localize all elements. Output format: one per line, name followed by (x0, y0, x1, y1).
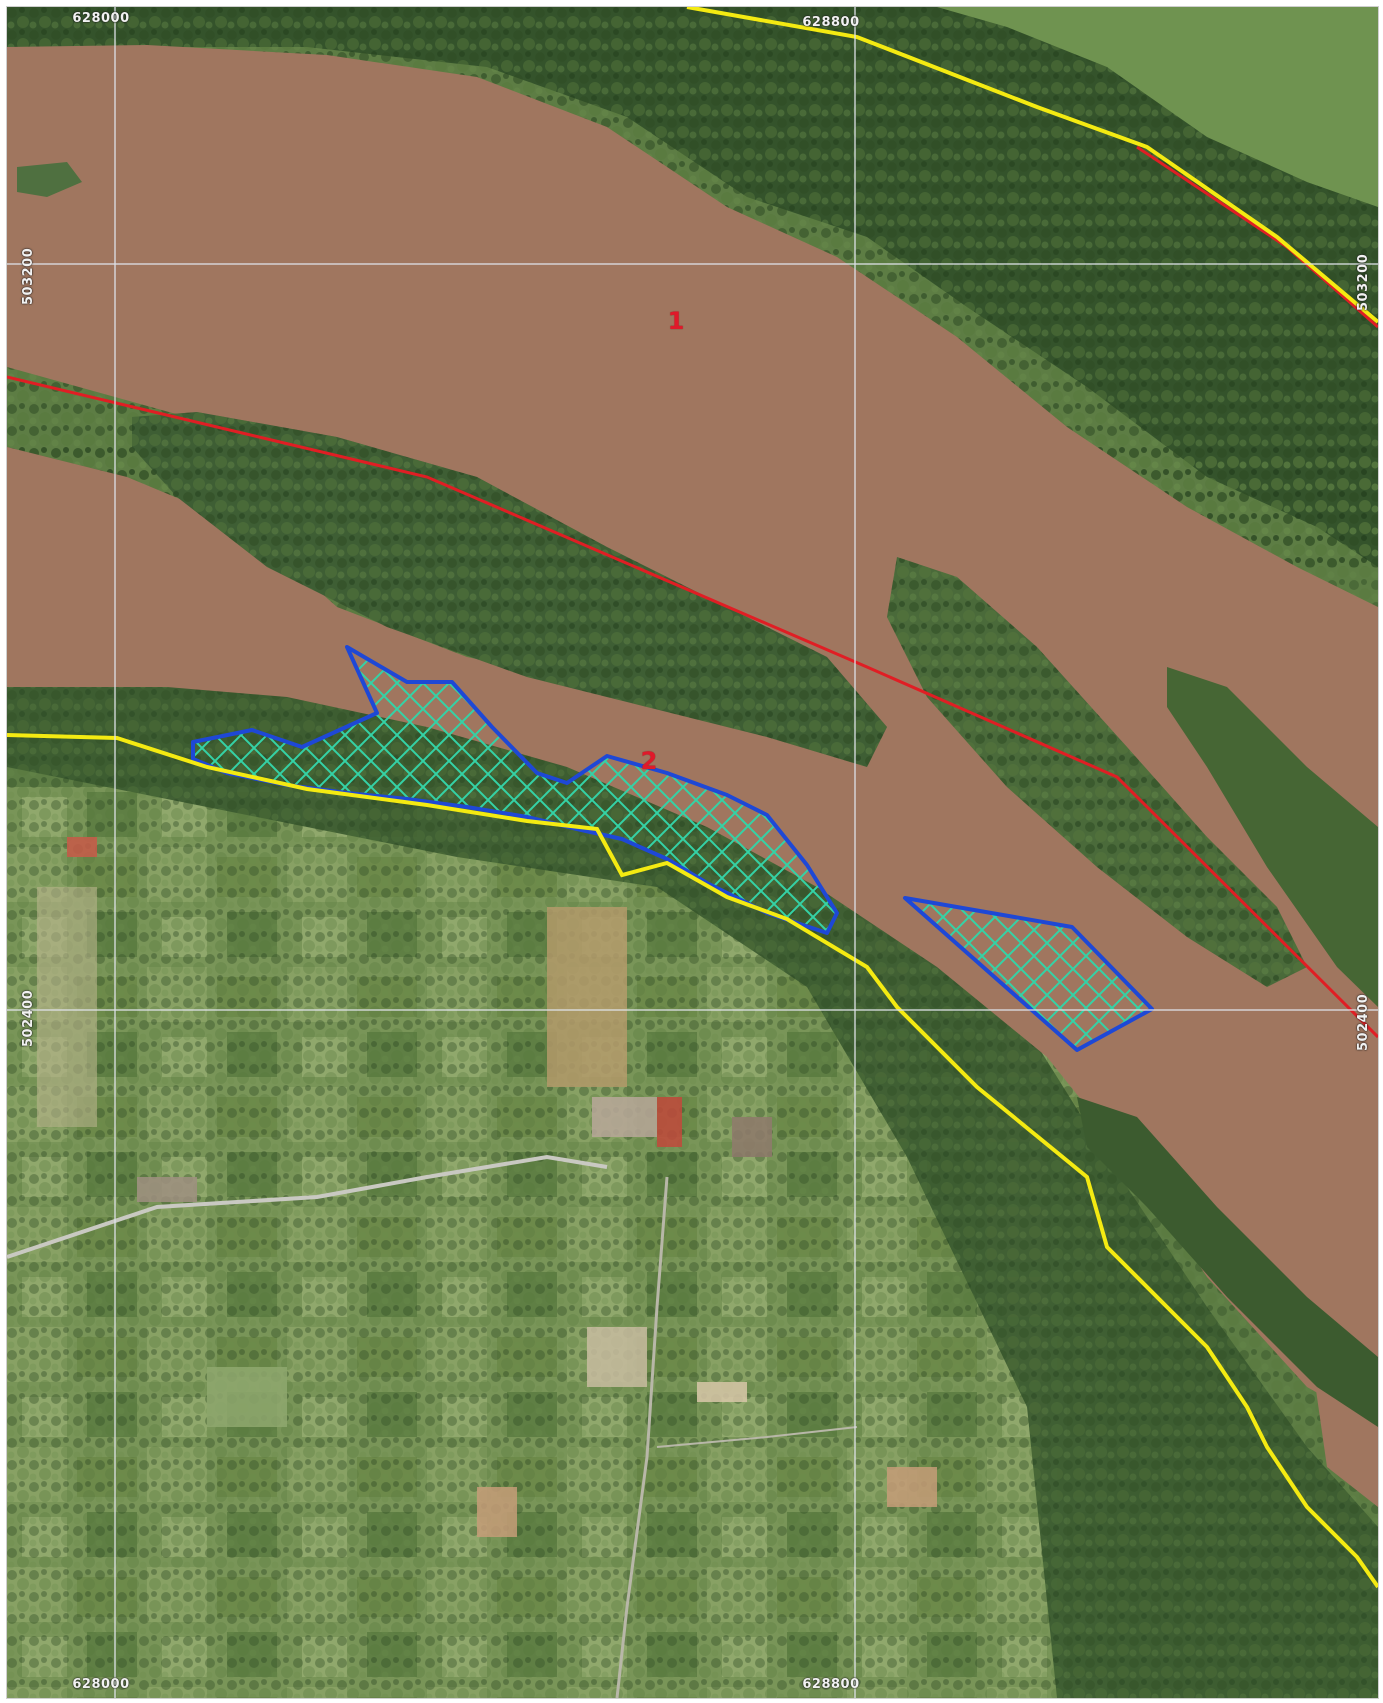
east-island-2 (1167, 667, 1378, 1007)
area-1-label: 1 (667, 307, 685, 335)
grid-label-right-502400: 502400 (1356, 993, 1371, 1051)
central-island-texture (132, 412, 887, 767)
area-2-label: 2 (640, 747, 658, 775)
hatched-area-2-east (903, 896, 1154, 1052)
main-road (7, 1154, 608, 1259)
side-road (615, 1176, 669, 1698)
grid-label-top-628000: 628000 (72, 11, 130, 26)
east-island-3 (1077, 1097, 1378, 1427)
grid-label-bottom-628000: 628000 (72, 1677, 130, 1692)
grid-label-top-628800: 628800 (802, 15, 860, 30)
map-frame: 1 2 628000 628800 628000 628800 503200 5… (6, 6, 1379, 1699)
grid-label-left-503200: 503200 (21, 247, 36, 305)
village (37, 837, 937, 1537)
northeast-meadow (937, 7, 1378, 207)
yellow-boundary-line-south (7, 733, 1378, 1589)
grid-label-right-503200: 503200 (1356, 253, 1371, 311)
red-boundary-line (7, 375, 1378, 1039)
grid-label-bottom-628800: 628800 (802, 1677, 860, 1692)
hatched-area-2-west (191, 645, 839, 935)
east-island-1-texture (887, 557, 1307, 987)
river-main (7, 45, 1378, 1427)
northwest-islet (17, 162, 82, 197)
grid-label-left-502400: 502400 (21, 989, 36, 1047)
yellow-boundary-line-north (686, 7, 1378, 324)
lane-road (656, 1426, 858, 1448)
aerial-map (7, 7, 1378, 1698)
